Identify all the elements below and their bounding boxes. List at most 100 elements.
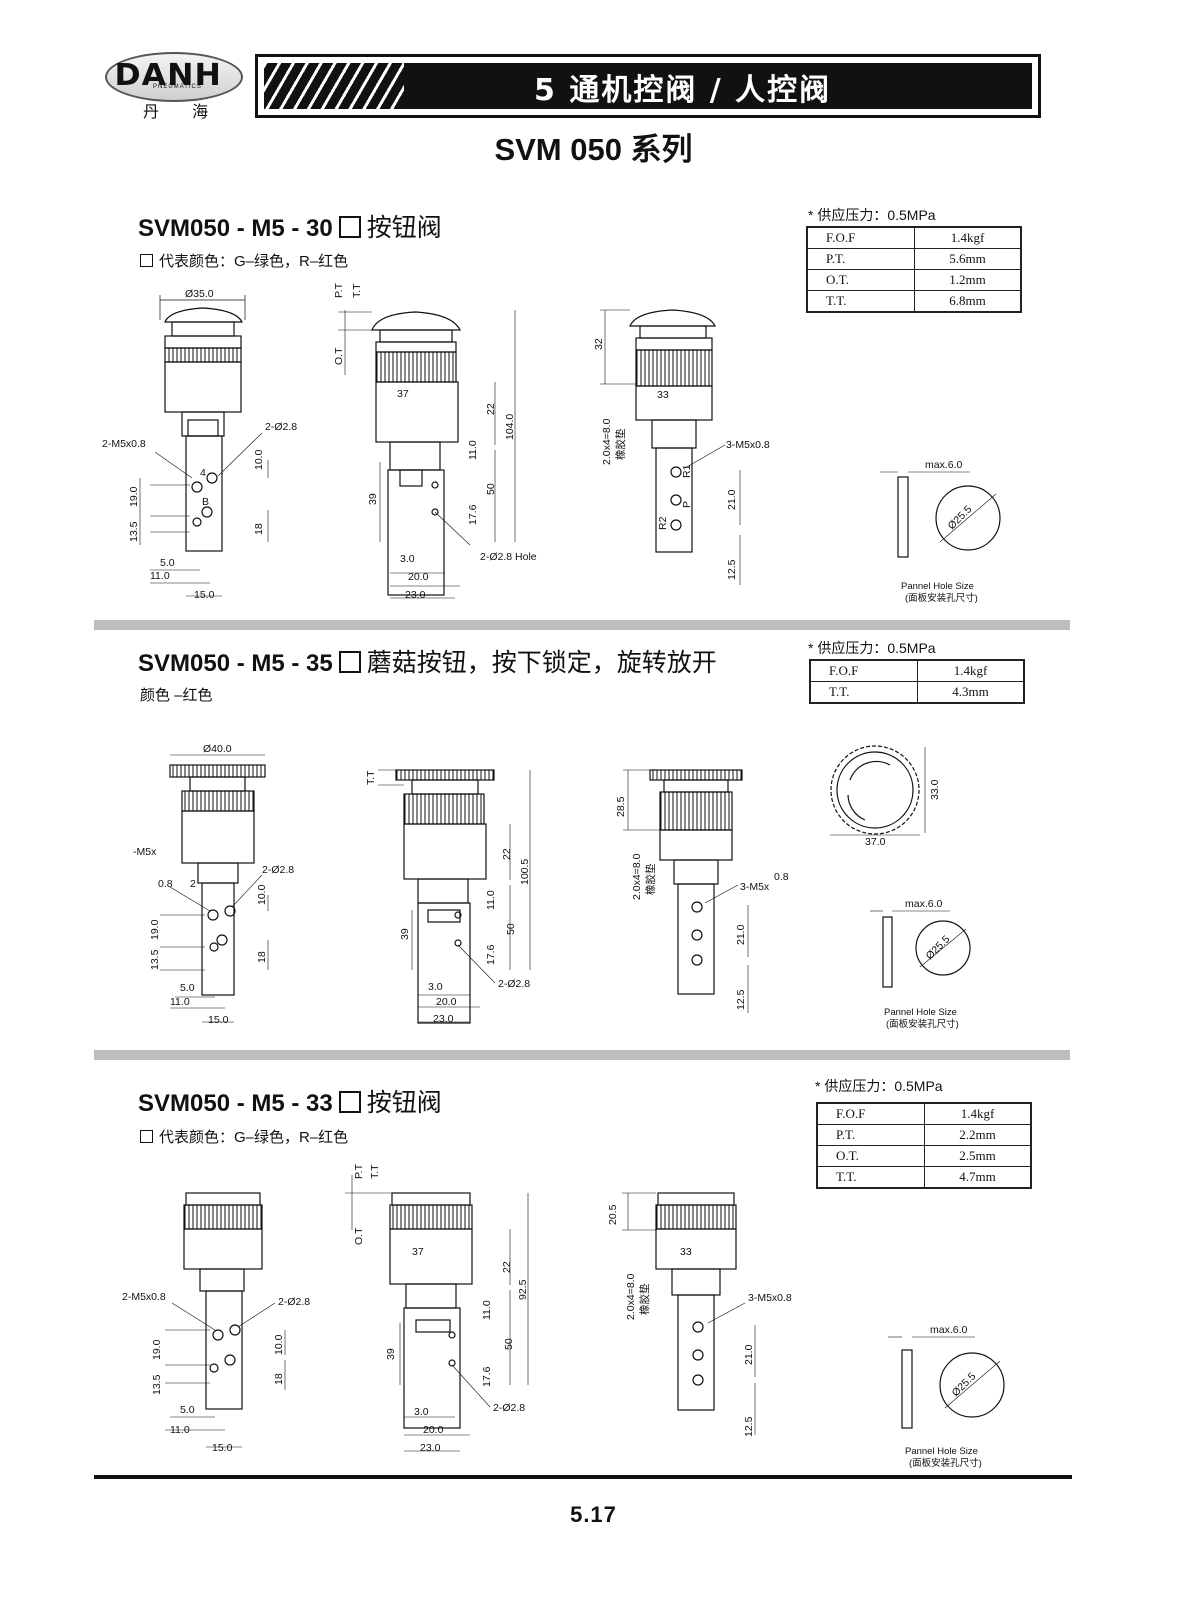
dim-label: 20.0: [408, 571, 429, 583]
color-checkbox: [338, 216, 361, 238]
panel-hole-label: Pannel Hole Size: [901, 581, 974, 592]
dim-label: 18: [253, 523, 265, 535]
panel-hole-label-cn: (面板安装孔尺寸): [909, 1457, 982, 1469]
dim-label: 0.8: [158, 878, 173, 890]
port-label: R1: [681, 464, 693, 478]
spec-key: P.T.: [816, 1124, 925, 1146]
spec-value: 1.2mm: [914, 269, 1022, 291]
dim-label: T.T: [351, 283, 363, 298]
dim-label: 20.0: [423, 1424, 444, 1436]
dim-label: 19.0: [151, 1339, 163, 1360]
section-2-model: SVM050 - M5 - 35: [138, 650, 333, 677]
panel-hole-diagram: [880, 471, 1001, 558]
series-title: SVM 050 系列: [494, 132, 693, 167]
spec-key: T.T.: [816, 1166, 925, 1189]
spec-key: O.T.: [806, 269, 915, 291]
dim-label: 20.5: [607, 1204, 619, 1225]
port-label: R2: [657, 516, 669, 530]
dim-label: 11.0: [485, 890, 497, 910]
dim-label: -M5x: [133, 846, 157, 858]
port-label: P: [681, 501, 693, 508]
dim-label: 20.0: [436, 996, 457, 1008]
dim-label: 10.0: [253, 449, 265, 470]
dim-label: Ø40.0: [203, 743, 232, 755]
panel-hole-label: Pannel Hole Size: [905, 1446, 978, 1457]
dim-label: 37: [397, 388, 409, 400]
dim-label: 11.0: [150, 570, 170, 582]
dim-label: 2.0x4=8.0: [601, 418, 613, 465]
dim-label: 10.0: [256, 884, 268, 905]
spec-value: 6.8mm: [914, 290, 1022, 313]
section-3-desc: 按钮阀: [366, 1088, 442, 1117]
dim-label: 104.0: [504, 414, 516, 440]
dim-label: 3-M5x0.8: [748, 1292, 792, 1304]
dim-label: 12.5: [743, 1416, 755, 1437]
dim-label: 100.5: [519, 859, 531, 885]
dim-label: 13.5: [151, 1374, 163, 1395]
dim-label: 2.0x4=8.0: [625, 1273, 637, 1320]
table-row: O.T.1.2mm: [806, 269, 1022, 291]
panel-hole-label: Pannel Hole Size: [884, 1007, 957, 1018]
section-2-desc: 蘑菇按钮，按下锁定，旋转放开: [366, 648, 717, 677]
dim-label: max.6.0: [905, 898, 943, 910]
dim-label: 3-M5x: [740, 881, 770, 893]
dim-label: 11.0: [170, 1424, 190, 1436]
spec-value: 4.3mm: [917, 681, 1025, 704]
dim-label: 50: [503, 1338, 515, 1350]
dim-label: 13.5: [128, 521, 140, 542]
dim-label: 50: [485, 483, 497, 495]
spec-key: T.T.: [806, 290, 915, 313]
dim-label: 2-Ø2.8: [493, 1402, 525, 1414]
dim-label: max.6.0: [930, 1324, 968, 1336]
dim-label: P.T: [353, 1163, 365, 1179]
valve-side-view: [378, 769, 531, 1024]
valve-rear-view: [622, 1192, 756, 1435]
dim-label: 39: [385, 1348, 397, 1360]
dim-label: 23.0: [405, 589, 426, 601]
dim-label: 2-M5x0.8: [122, 1291, 166, 1303]
logo-chinese-name: 丹 海: [143, 102, 223, 121]
port-label: 4: [200, 467, 206, 479]
color-checkbox-small: [140, 1130, 153, 1143]
dim-label: 5.0: [160, 557, 175, 569]
dim-label: 21.0: [735, 924, 747, 945]
dim-label: 2-Ø2.8: [498, 978, 530, 990]
dim-label: 橡胶垫: [614, 428, 627, 460]
section-3-drawing: 2-M5x0.8 2-Ø2.8 19.0 13.5 10.0 18 5.0 11…: [122, 1163, 1005, 1469]
dim-label: O.T: [333, 347, 345, 365]
dim-label: T.T: [369, 1164, 381, 1179]
dim-label: 19.0: [149, 919, 161, 940]
section-1-pressure: * 供应压力：0.5MPa: [808, 207, 936, 223]
table-row: P.T.5.6mm: [806, 248, 1022, 270]
table-row: P.T.2.2mm: [816, 1124, 1032, 1146]
panel-hole-label-cn: (面板安装孔尺寸): [886, 1018, 959, 1030]
dim-label: 橡胶垫: [638, 1283, 651, 1315]
spec-key: T.T.: [809, 681, 918, 704]
section-2-pressure: * 供应压力：0.5MPa: [808, 640, 936, 656]
valve-rear-view: [600, 309, 741, 585]
valve-side-view: [345, 1175, 529, 1452]
section-1-drawing: Ø35.0 2-M5x0.8 2-Ø2.8 19.0 13.5 10.0 18 …: [102, 282, 1001, 604]
dim-label: 39: [367, 493, 379, 505]
section-1-model: SVM050 - M5 - 30: [138, 215, 333, 242]
table-row: O.T.2.5mm: [816, 1145, 1032, 1167]
dim-label: 15.0: [208, 1014, 229, 1026]
dim-label: 23.0: [420, 1442, 441, 1454]
dim-label: 33: [657, 389, 669, 401]
dim-label: 3-M5x0.8: [726, 439, 770, 451]
dim-label: 11.0: [481, 1300, 493, 1320]
dim-label: 28.5: [615, 796, 627, 817]
dim-label: 18: [256, 951, 268, 963]
dim-label: 22: [501, 848, 513, 860]
dim-label: 21.0: [743, 1344, 755, 1365]
dim-label: 2-Ø2.8: [265, 421, 297, 433]
dim-label: 11.0: [467, 440, 479, 460]
dim-label: P.T: [333, 282, 345, 298]
dim-label: 2: [190, 878, 196, 890]
page-number: 5.17: [570, 1502, 617, 1527]
dim-label: 3.0: [400, 553, 415, 565]
dim-label: 19.0: [128, 486, 140, 507]
